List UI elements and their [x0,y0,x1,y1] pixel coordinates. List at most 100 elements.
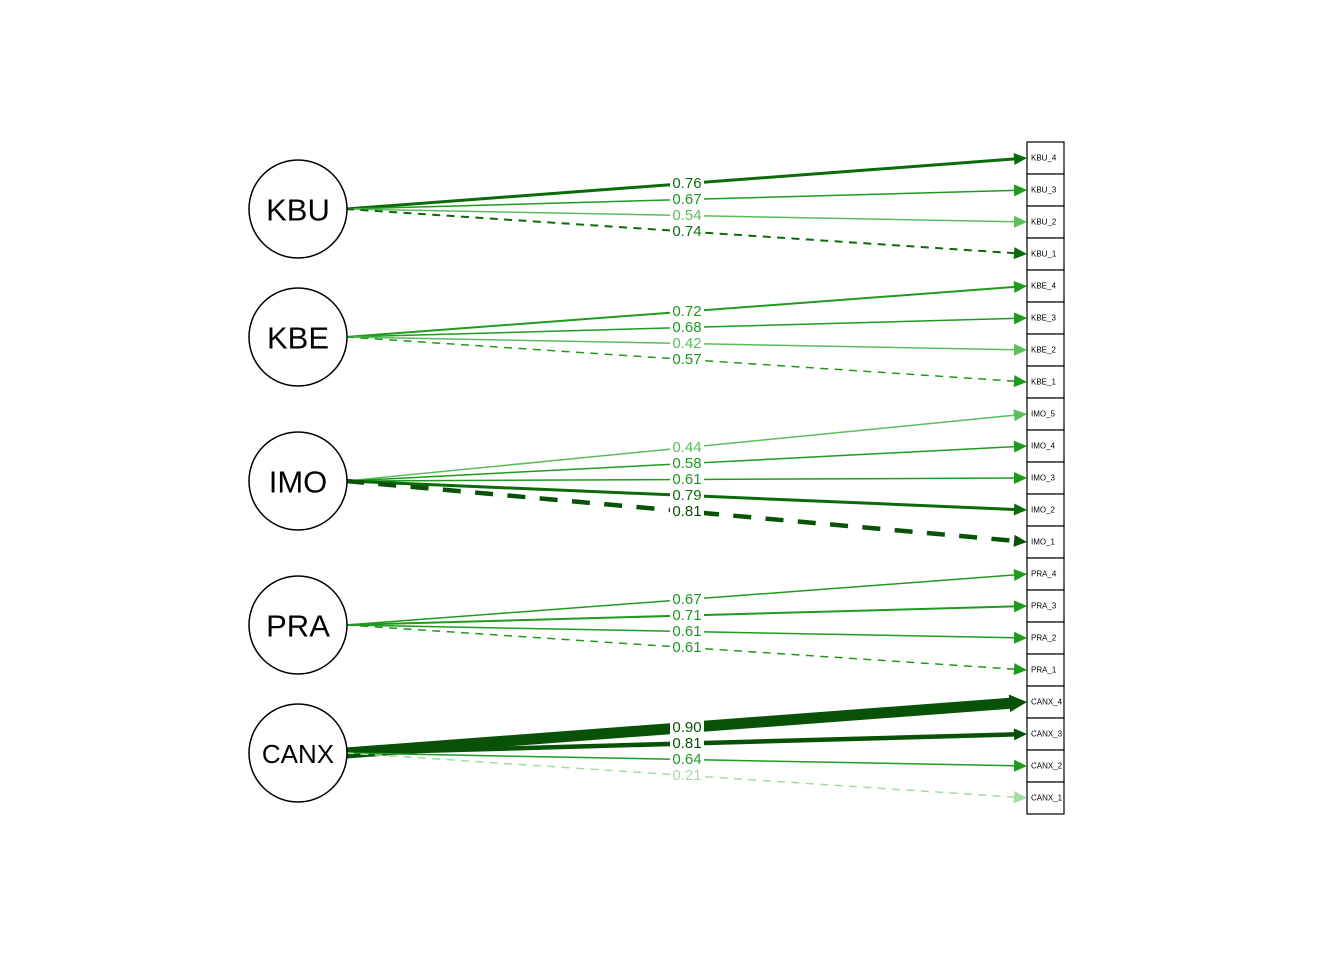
loading-label-bg [670,352,704,367]
manifest-pra-3: PRA_3 [1026,589,1065,623]
latent-label: CANX [262,739,334,769]
manifest-box [1026,685,1065,719]
loading-value: 0.44 [672,439,701,456]
manifest-kbe-1: KBE_1 [1026,365,1065,399]
manifest-box [1026,525,1065,559]
arrowhead [1013,375,1027,388]
loading-value: 0.64 [672,751,701,768]
manifest-canx-3: CANX_3 [1026,717,1065,751]
loading-label-pra-3: 0.71 [670,607,704,624]
manifest-box [1026,365,1065,399]
loading-value: 0.81 [672,735,701,752]
loading-label-imo-4: 0.58 [670,455,704,472]
manifest-label: IMO_2 [1031,506,1056,515]
loading-value: 0.67 [672,191,701,208]
arrowhead [1013,503,1027,516]
loading-label-kbu-1: 0.74 [670,223,704,240]
loading-label-bg [670,768,704,783]
manifest-label: KBU_3 [1031,186,1057,195]
loading-label-kbu-2: 0.54 [670,207,704,224]
manifest-box [1026,461,1065,495]
latent-circle [248,431,348,531]
diagram-nodes: KBU_4KBU_3KBU_2KBU_1KBE_4KBE_3KBE_2KBE_1… [248,141,1065,815]
arrowhead [1013,600,1027,613]
loading-label-bg [670,440,704,455]
arrowhead [1008,694,1027,713]
manifest-box [1026,301,1065,335]
loading-label-kbe-2: 0.42 [670,335,704,352]
manifest-kbe-4: KBE_4 [1026,269,1065,303]
arrowhead [1013,568,1027,581]
loading-labels: 0.760.670.540.740.720.680.420.570.440.58… [670,175,704,784]
loading-value: 0.68 [672,319,701,336]
latent-kbe: KBE [248,287,348,387]
manifest-label: IMO_5 [1031,410,1056,419]
arrowhead [1013,472,1027,485]
loading-label-bg [670,320,704,335]
manifest-imo-2: IMO_2 [1026,493,1065,527]
loading-value: 0.74 [672,223,701,240]
loading-value: 0.57 [672,351,701,368]
arrowhead [1013,152,1027,165]
manifest-label: KBE_1 [1031,378,1056,387]
manifest-imo-1: IMO_1 [1026,525,1065,559]
loading-label-bg [670,608,704,623]
loading-label-bg [670,192,704,207]
latent-circle [248,703,348,803]
loading-label-bg [670,720,704,735]
manifest-box [1026,749,1065,783]
manifest-label: PRA_4 [1031,570,1057,579]
arrowhead [1013,343,1027,356]
manifest-label: PRA_3 [1031,602,1057,611]
loading-label-bg [670,472,704,487]
loading-value: 0.79 [672,487,701,504]
loading-label-bg [670,504,704,519]
manifest-label: KBU_4 [1031,154,1057,163]
manifest-label: PRA_1 [1031,666,1057,675]
manifest-box [1026,717,1065,751]
manifest-pra-1: PRA_1 [1026,653,1065,687]
arrowhead [1013,631,1027,644]
loading-label-bg [670,304,704,319]
arrowhead [1013,440,1027,453]
manifest-label: KBU_2 [1031,218,1057,227]
manifest-kbu-4: KBU_4 [1026,141,1065,175]
manifest-box [1026,589,1065,623]
manifest-box [1026,141,1065,175]
arrowhead [1013,215,1027,228]
loading-label-imo-5: 0.44 [670,439,704,456]
manifest-box [1026,269,1065,303]
manifest-label: IMO_1 [1031,538,1056,547]
arrowhead [1013,534,1027,547]
arrowhead [1013,280,1027,293]
loading-value: 0.72 [672,303,701,320]
manifest-label: PRA_2 [1031,634,1057,643]
arrowhead [1013,184,1027,197]
manifest-box [1026,205,1065,239]
arrowhead [1013,728,1027,741]
loading-value: 0.21 [672,767,701,784]
manifest-label: KBU_1 [1031,250,1057,259]
loading-value: 0.76 [672,175,701,192]
loading-label-pra-2: 0.61 [670,623,704,640]
manifest-label: IMO_3 [1031,474,1056,483]
manifest-label: CANX_4 [1031,698,1063,707]
arrowhead [1013,312,1027,325]
manifest-box [1026,429,1065,463]
loading-label-imo-3: 0.61 [670,471,704,488]
manifest-box [1026,493,1065,527]
loading-label-imo-2: 0.79 [670,487,704,504]
latent-label: KBU [266,193,330,228]
manifest-label: CANX_2 [1031,762,1063,771]
loading-value: 0.67 [672,591,701,608]
loading-label-bg [670,176,704,191]
manifest-label: CANX_1 [1031,794,1063,803]
arrowhead [1013,791,1027,804]
latent-pra: PRA [248,575,348,675]
loading-label-canx-4: 0.90 [670,719,704,736]
loading-value: 0.81 [672,503,701,520]
loading-label-canx-3: 0.81 [670,735,704,752]
loading-label-bg [670,208,704,223]
loading-label-bg [670,456,704,471]
loading-value: 0.58 [672,455,701,472]
